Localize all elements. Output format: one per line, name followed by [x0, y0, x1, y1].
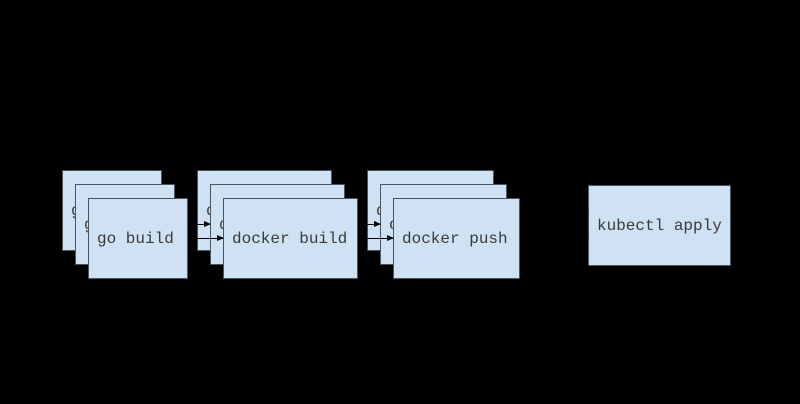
docker-push-box-front: docker push — [393, 198, 520, 279]
kubectl-apply-box: kubectl apply — [588, 185, 731, 266]
arrow-docker-push-to-kubectl-apply-back — [494, 209, 588, 212]
arrow-go-build-to-docker-build-front — [188, 237, 223, 240]
arrow-docker-build-to-docker-push-middle — [345, 223, 380, 226]
arrow-go-build-to-docker-build-middle — [175, 223, 210, 226]
arrow-docker-push-to-kubectl-apply-middle — [507, 223, 588, 226]
go-build-box-front: go build — [88, 198, 188, 279]
arrow-docker-push-to-kubectl-apply-front — [520, 237, 588, 240]
docker-build-box-front: docker build — [223, 198, 358, 279]
arrow-docker-build-to-docker-push-front — [358, 237, 393, 240]
